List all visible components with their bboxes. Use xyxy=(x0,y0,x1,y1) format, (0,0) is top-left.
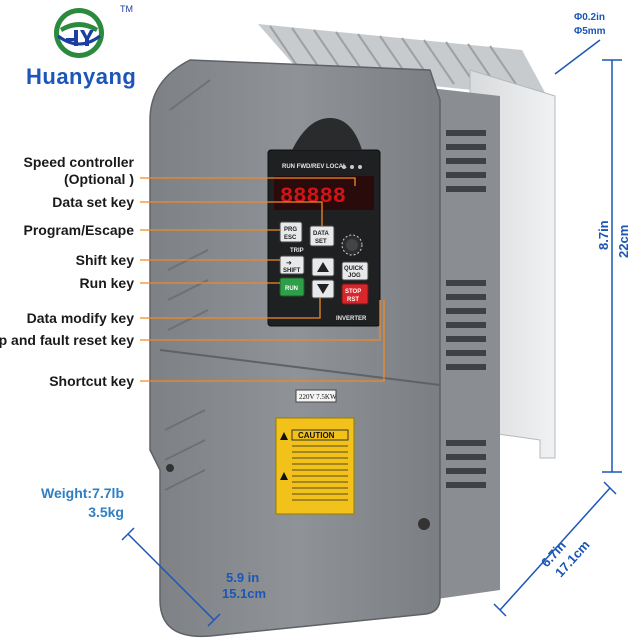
svg-text:SET: SET xyxy=(315,239,327,245)
weight-kg: 3.5kg xyxy=(88,504,124,520)
led-display: 88888 xyxy=(280,184,346,209)
callout-shift-key: Shift key xyxy=(75,252,134,268)
hole-diameter-mm: Φ5mm xyxy=(574,26,606,37)
electric-hazard-icon xyxy=(280,472,288,480)
trademark-mark: TM xyxy=(120,4,133,14)
callout-data-set-key: Data set key xyxy=(52,194,134,210)
height-cm-label: 22cm xyxy=(616,224,631,258)
quick-jog-key[interactable]: QUICK JOG xyxy=(341,261,369,281)
width-in-label: 5.9 in xyxy=(226,570,260,585)
hole-diameter-in: Φ0.2in xyxy=(574,12,605,23)
svg-text:ESC: ESC xyxy=(284,235,297,241)
callout-shortcut-key: Shortcut key xyxy=(49,373,134,389)
stop-rst-key[interactable]: STOP RST xyxy=(341,283,369,305)
svg-text:SHIFT: SHIFT xyxy=(283,268,301,274)
screw-hole-right xyxy=(418,518,430,530)
callout-program-escape: Program/Escape xyxy=(23,222,135,238)
trip-indicator: TRIP xyxy=(290,248,304,254)
up-key[interactable] xyxy=(311,257,335,277)
speed-potentiometer[interactable] xyxy=(341,234,363,256)
dimension-lines xyxy=(121,39,622,627)
svg-text:QUICK: QUICK xyxy=(344,266,364,272)
callout-speed-controller: Speed controller (Optional ) xyxy=(23,154,134,187)
callout-lines xyxy=(140,177,385,382)
indicator-labels: RUN FWD/REV LOCAL xyxy=(282,164,347,170)
svg-text:PRG: PRG xyxy=(284,227,297,233)
screw-hole-left xyxy=(166,464,174,472)
svg-text:JOG: JOG xyxy=(348,273,361,279)
side-vents xyxy=(446,130,486,488)
svg-text:DATA: DATA xyxy=(313,231,329,237)
data-set-key[interactable]: DATA SET xyxy=(309,225,335,247)
svg-text:RUN: RUN xyxy=(285,286,298,292)
down-key[interactable] xyxy=(311,279,335,299)
caution-label: CAUTION xyxy=(275,417,355,515)
shift-key[interactable]: ➜ SHIFT xyxy=(279,255,305,275)
inverter-label: INVERTER xyxy=(336,316,367,322)
width-cm-label: 15.1cm xyxy=(222,586,267,601)
svg-text:CAUTION: CAUTION xyxy=(298,431,335,440)
callout-stop-reset-key: Stop and fault reset key xyxy=(0,332,134,348)
arrow-up-icon xyxy=(317,262,329,272)
run-key[interactable]: RUN xyxy=(279,277,305,297)
weight-lb: Weight:7.7lb xyxy=(41,485,124,501)
huanyang-logo-icon xyxy=(54,8,104,58)
arrow-right-icon: ➜ xyxy=(286,260,292,267)
callout-data-modify-key: Data modify key xyxy=(26,310,134,326)
brand-name: Huanyang xyxy=(26,64,137,89)
callout-run-key: Run key xyxy=(79,275,134,291)
warning-triangle-icon xyxy=(280,432,288,440)
rating-label: 220V 7.5KW xyxy=(295,389,337,403)
arrow-down-icon xyxy=(317,284,329,294)
svg-text:STOP: STOP xyxy=(345,289,361,295)
svg-text:RST: RST xyxy=(347,297,359,303)
prg-esc-key[interactable]: PRG ESC xyxy=(279,221,303,243)
svg-text:220V 7.5KW: 220V 7.5KW xyxy=(299,393,337,401)
brand-logo: TM Huanyang xyxy=(22,4,136,94)
height-in-label: 8.7in xyxy=(596,220,611,250)
